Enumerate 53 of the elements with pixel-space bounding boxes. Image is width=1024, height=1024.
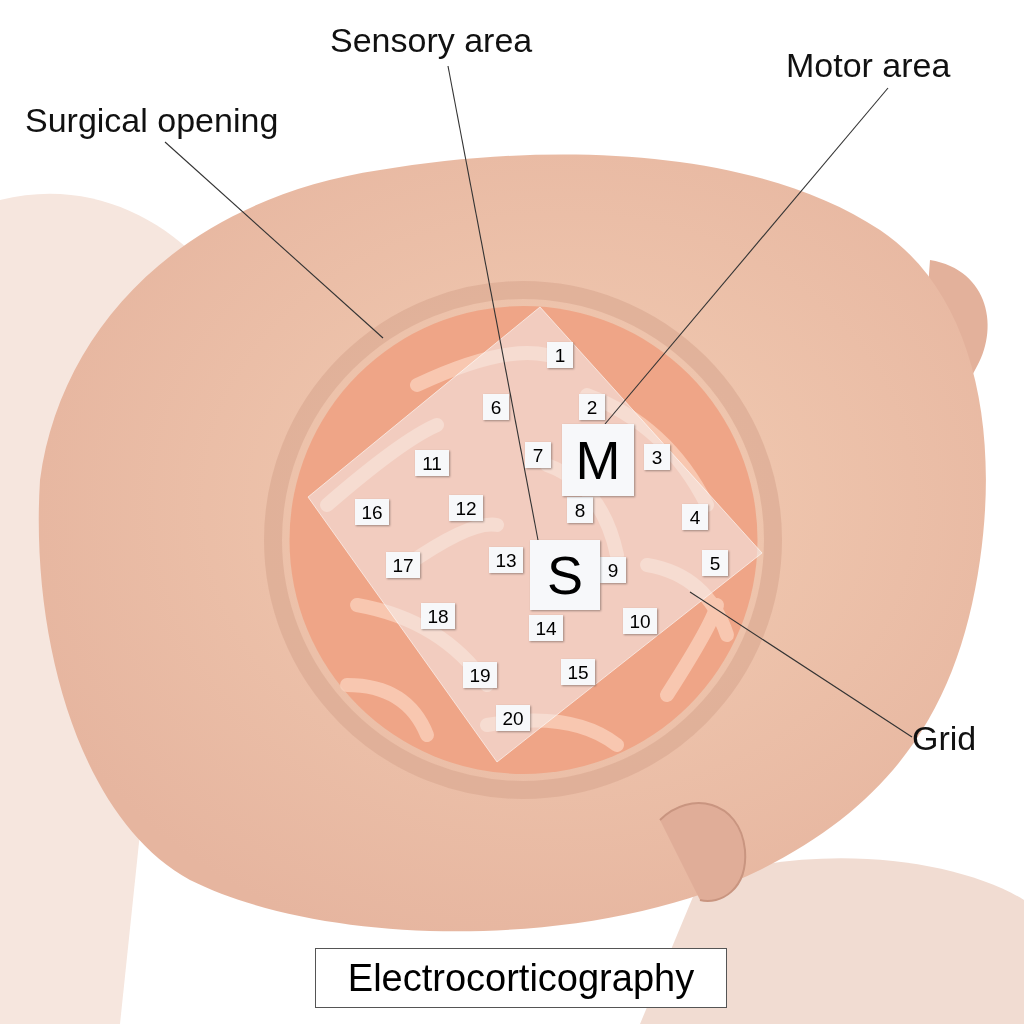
- electrode-number: 9: [607, 560, 619, 580]
- electrode-number: 18: [427, 606, 449, 626]
- electrode-number: 13: [495, 550, 517, 570]
- electrode-tile: [529, 615, 563, 641]
- callout-label: Sensory area: [330, 20, 575, 64]
- callout-label: Surgical opening: [25, 100, 330, 144]
- electrode-tile: [579, 394, 605, 420]
- electrode-number: 12: [455, 498, 477, 518]
- electrode-number: 5: [709, 553, 721, 573]
- electrode-tile: [421, 603, 455, 629]
- electrode-tile: [449, 495, 483, 521]
- electrode-number: 11: [422, 453, 442, 473]
- electrode-tile: [415, 450, 449, 476]
- leader-line: [164, 141, 384, 339]
- electrode-number: 7: [532, 445, 544, 465]
- area-letter: S: [547, 548, 583, 602]
- area-marker: [562, 424, 634, 496]
- title-box: Electrocorticography: [315, 948, 727, 1008]
- electrode-tile: [496, 705, 530, 731]
- electrode-tile: [600, 557, 626, 583]
- electrode-tile: [567, 497, 593, 523]
- electrode-number: 4: [689, 507, 701, 527]
- electrode-number: 8: [574, 500, 586, 520]
- electrode-number: 20: [502, 708, 524, 728]
- electrode-number: 6: [490, 397, 502, 417]
- electrode-tile: [525, 442, 551, 468]
- electrode-number: 3: [651, 447, 663, 467]
- leader-line: [604, 87, 889, 425]
- electrode-tile: [386, 552, 420, 578]
- callout-label: Grid: [912, 718, 992, 762]
- electrode-tile: [355, 499, 389, 525]
- electrode-tile: [644, 444, 670, 470]
- electrode-tile: [463, 662, 497, 688]
- leader-line: [689, 591, 913, 738]
- electrode-tile: [483, 394, 509, 420]
- electrode-number: 2: [586, 397, 598, 417]
- leader-line: [447, 65, 539, 541]
- area-marker: [530, 540, 600, 610]
- electrode-number: 14: [535, 618, 557, 638]
- electrode-number: 17: [392, 555, 414, 575]
- electrode-number: 19: [469, 665, 491, 685]
- electrode-tile: [702, 550, 728, 576]
- callout-label: Motor area: [786, 45, 986, 89]
- electrode-number: 15: [567, 662, 589, 682]
- electrode-tile: [623, 608, 657, 634]
- electrode-number: 10: [629, 611, 651, 631]
- electrode-tile: [561, 659, 595, 685]
- electrode-tile: [682, 504, 708, 530]
- electrode-number: 1: [554, 345, 566, 365]
- area-letter: M: [575, 433, 621, 487]
- electrode-number: 16: [361, 502, 383, 522]
- electrode-tile: [489, 547, 523, 573]
- electrode-tile: [547, 342, 573, 368]
